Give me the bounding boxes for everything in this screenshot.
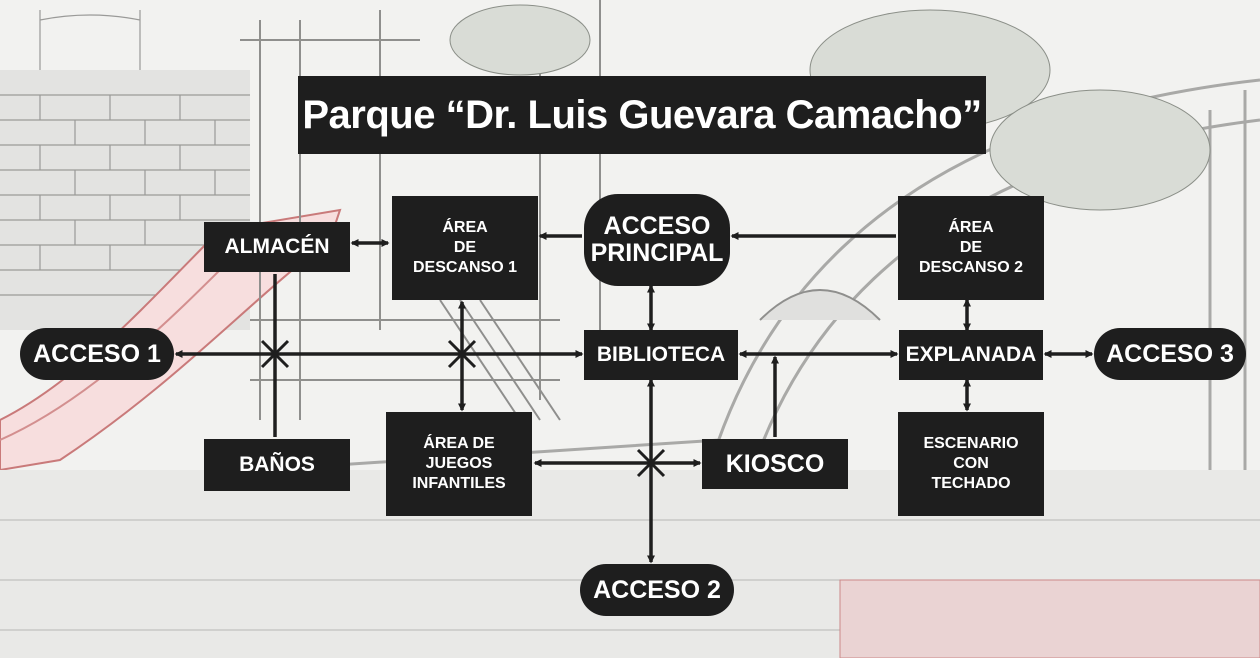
cross-marker-1 bbox=[260, 339, 290, 369]
cross-marker-2 bbox=[447, 339, 477, 369]
node-acceso-principal: ACCESO PRINCIPAL bbox=[584, 194, 730, 286]
park-title: Parque “Dr. Luis Guevara Camacho” bbox=[298, 76, 986, 154]
node-explanada: EXPLANADA bbox=[899, 330, 1043, 380]
node-area-descanso-1: ÁREA DE DESCANSO 1 bbox=[392, 196, 538, 300]
node-area-descanso-2: ÁREA DE DESCANSO 2 bbox=[898, 196, 1044, 300]
cross-marker-3 bbox=[636, 448, 666, 478]
node-acceso-2: ACCESO 2 bbox=[580, 564, 734, 616]
node-banos: BAÑOS bbox=[204, 439, 350, 491]
node-escenario-con-techado: ESCENARIO CON TECHADO bbox=[898, 412, 1044, 516]
node-almacen: ALMACÉN bbox=[204, 222, 350, 272]
node-area-juegos-infantiles: ÁREA DE JUEGOS INFANTILES bbox=[386, 412, 532, 516]
node-biblioteca: BIBLIOTECA bbox=[584, 330, 738, 380]
node-kiosco: KIOSCO bbox=[702, 439, 848, 489]
node-acceso-3: ACCESO 3 bbox=[1094, 328, 1246, 380]
node-acceso-1: ACCESO 1 bbox=[20, 328, 174, 380]
